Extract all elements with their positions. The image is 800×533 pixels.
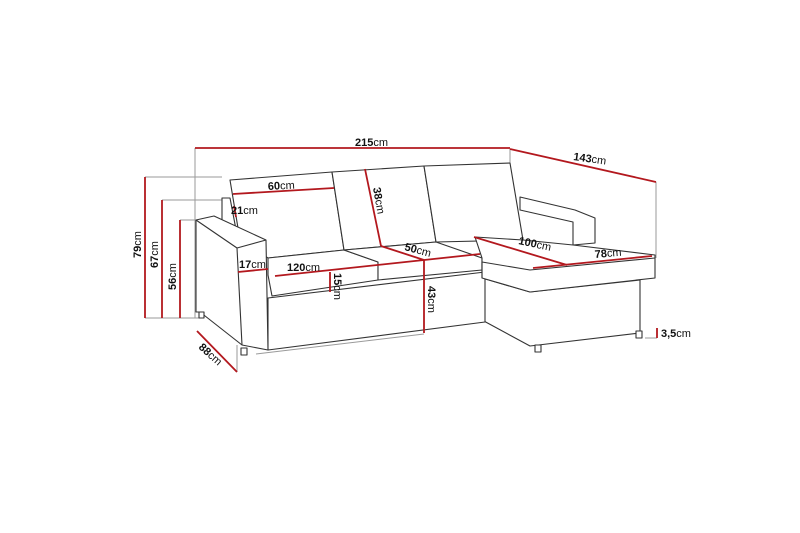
label-total-width: 215cm xyxy=(355,137,388,149)
label-chaise-depth: 143cm xyxy=(573,151,607,167)
label-total-height: 79cm xyxy=(132,231,144,258)
label-back-height: 67cm xyxy=(149,241,161,268)
label-chaise-width: 78cm xyxy=(594,247,622,261)
label-back-cushion-width: 60cm xyxy=(268,180,296,193)
label-armrest-width: 17cm xyxy=(239,259,266,271)
leg xyxy=(198,311,205,319)
leg xyxy=(240,347,248,356)
right-armrest xyxy=(519,196,596,246)
leg xyxy=(635,330,643,339)
extension-lines xyxy=(145,148,657,372)
label-seat-depth: 50cm xyxy=(403,241,432,260)
left-armrest xyxy=(195,215,269,351)
label-seat-width: 120cm xyxy=(287,262,320,274)
label-leg-height: 3,5cm xyxy=(661,328,691,340)
leg xyxy=(534,344,542,353)
label-armrest-height: 56cm xyxy=(167,263,179,290)
sofa-drawing xyxy=(195,162,656,356)
label-back-cushion-thickness: 21cm xyxy=(231,205,258,217)
label-seat-cushion-height: 15cm xyxy=(331,273,343,300)
label-back-cushion-height: 38cm xyxy=(370,186,386,215)
dimension-lines xyxy=(144,147,658,373)
label-chaise-length: 100cm xyxy=(517,235,552,254)
label-seat-height: 43cm xyxy=(425,286,437,313)
back-cushion-right xyxy=(423,162,524,243)
